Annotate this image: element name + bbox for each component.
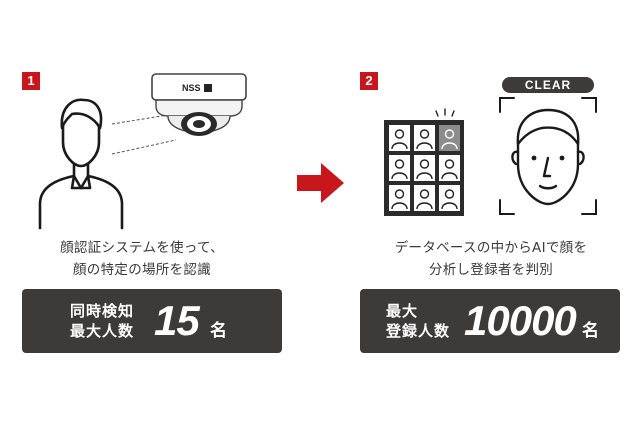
step-1-badge: 1 — [22, 72, 40, 90]
step-1-caption: 顔認証システムを使って、 顔の特定の場所を認識 — [24, 237, 260, 281]
face-cell-head — [419, 129, 430, 139]
face-cell-body — [416, 202, 433, 210]
arrow-right-icon — [297, 163, 344, 203]
step-1-stat-unit: 名 — [210, 321, 227, 341]
face-cell-head — [419, 189, 430, 199]
face-cell-head — [419, 159, 430, 169]
step-2-caption: データベースの中からAIで顔を 分析し登録者を判別 — [362, 237, 620, 281]
face-cell-body — [441, 172, 458, 180]
dome-camera-icon: NSS — [151, 73, 247, 136]
step-2-stat-label-1: 最大 — [386, 302, 419, 320]
face-cell-head — [394, 189, 405, 199]
step-1-stat-label-1: 同時検知 — [70, 302, 135, 320]
person-icon — [38, 98, 124, 230]
step-2-caption-line-1: データベースの中からAIで顔を — [394, 240, 588, 256]
face-cell-head — [394, 129, 405, 139]
step-2-stat-unit: 名 — [582, 321, 599, 341]
step-2-stat-value: 10000 — [464, 297, 577, 344]
step-2-stat-label-2: 登録人数 — [386, 322, 451, 340]
step-1-stat-value: 15 — [154, 297, 200, 344]
face-grid-icon — [384, 108, 464, 216]
face-cell-body — [441, 142, 458, 150]
face-cell-body — [416, 172, 433, 180]
step-1-caption-line-1: 顔認証システムを使って、 — [60, 240, 224, 256]
face-cell-body — [416, 142, 433, 150]
face-cell-head — [394, 159, 405, 169]
face-cell-body — [391, 142, 408, 150]
step-2-stat-panel: 最大 登録人数 10000 名 — [360, 289, 620, 353]
face-cell-body — [391, 202, 408, 210]
face-cell-body — [441, 202, 458, 210]
face-cell-head — [444, 129, 455, 139]
step-1-caption-line-2: 顔の特定の場所を認識 — [73, 262, 211, 278]
face-scan-icon — [499, 97, 597, 215]
step-1-stat-label-2: 最大人数 — [70, 322, 135, 340]
face-cell-body — [391, 172, 408, 180]
camera-logo: NSS — [182, 83, 201, 93]
step-1-stat-panel: 同時検知 最大人数 15 名 — [22, 289, 282, 353]
face-cell-head — [444, 189, 455, 199]
face-cell-head — [444, 159, 455, 169]
step-2-caption-line-2: 分析し登録者を判別 — [428, 262, 554, 278]
step-2-badge: 2 — [360, 72, 378, 90]
clear-status-badge: CLEAR — [502, 77, 594, 93]
